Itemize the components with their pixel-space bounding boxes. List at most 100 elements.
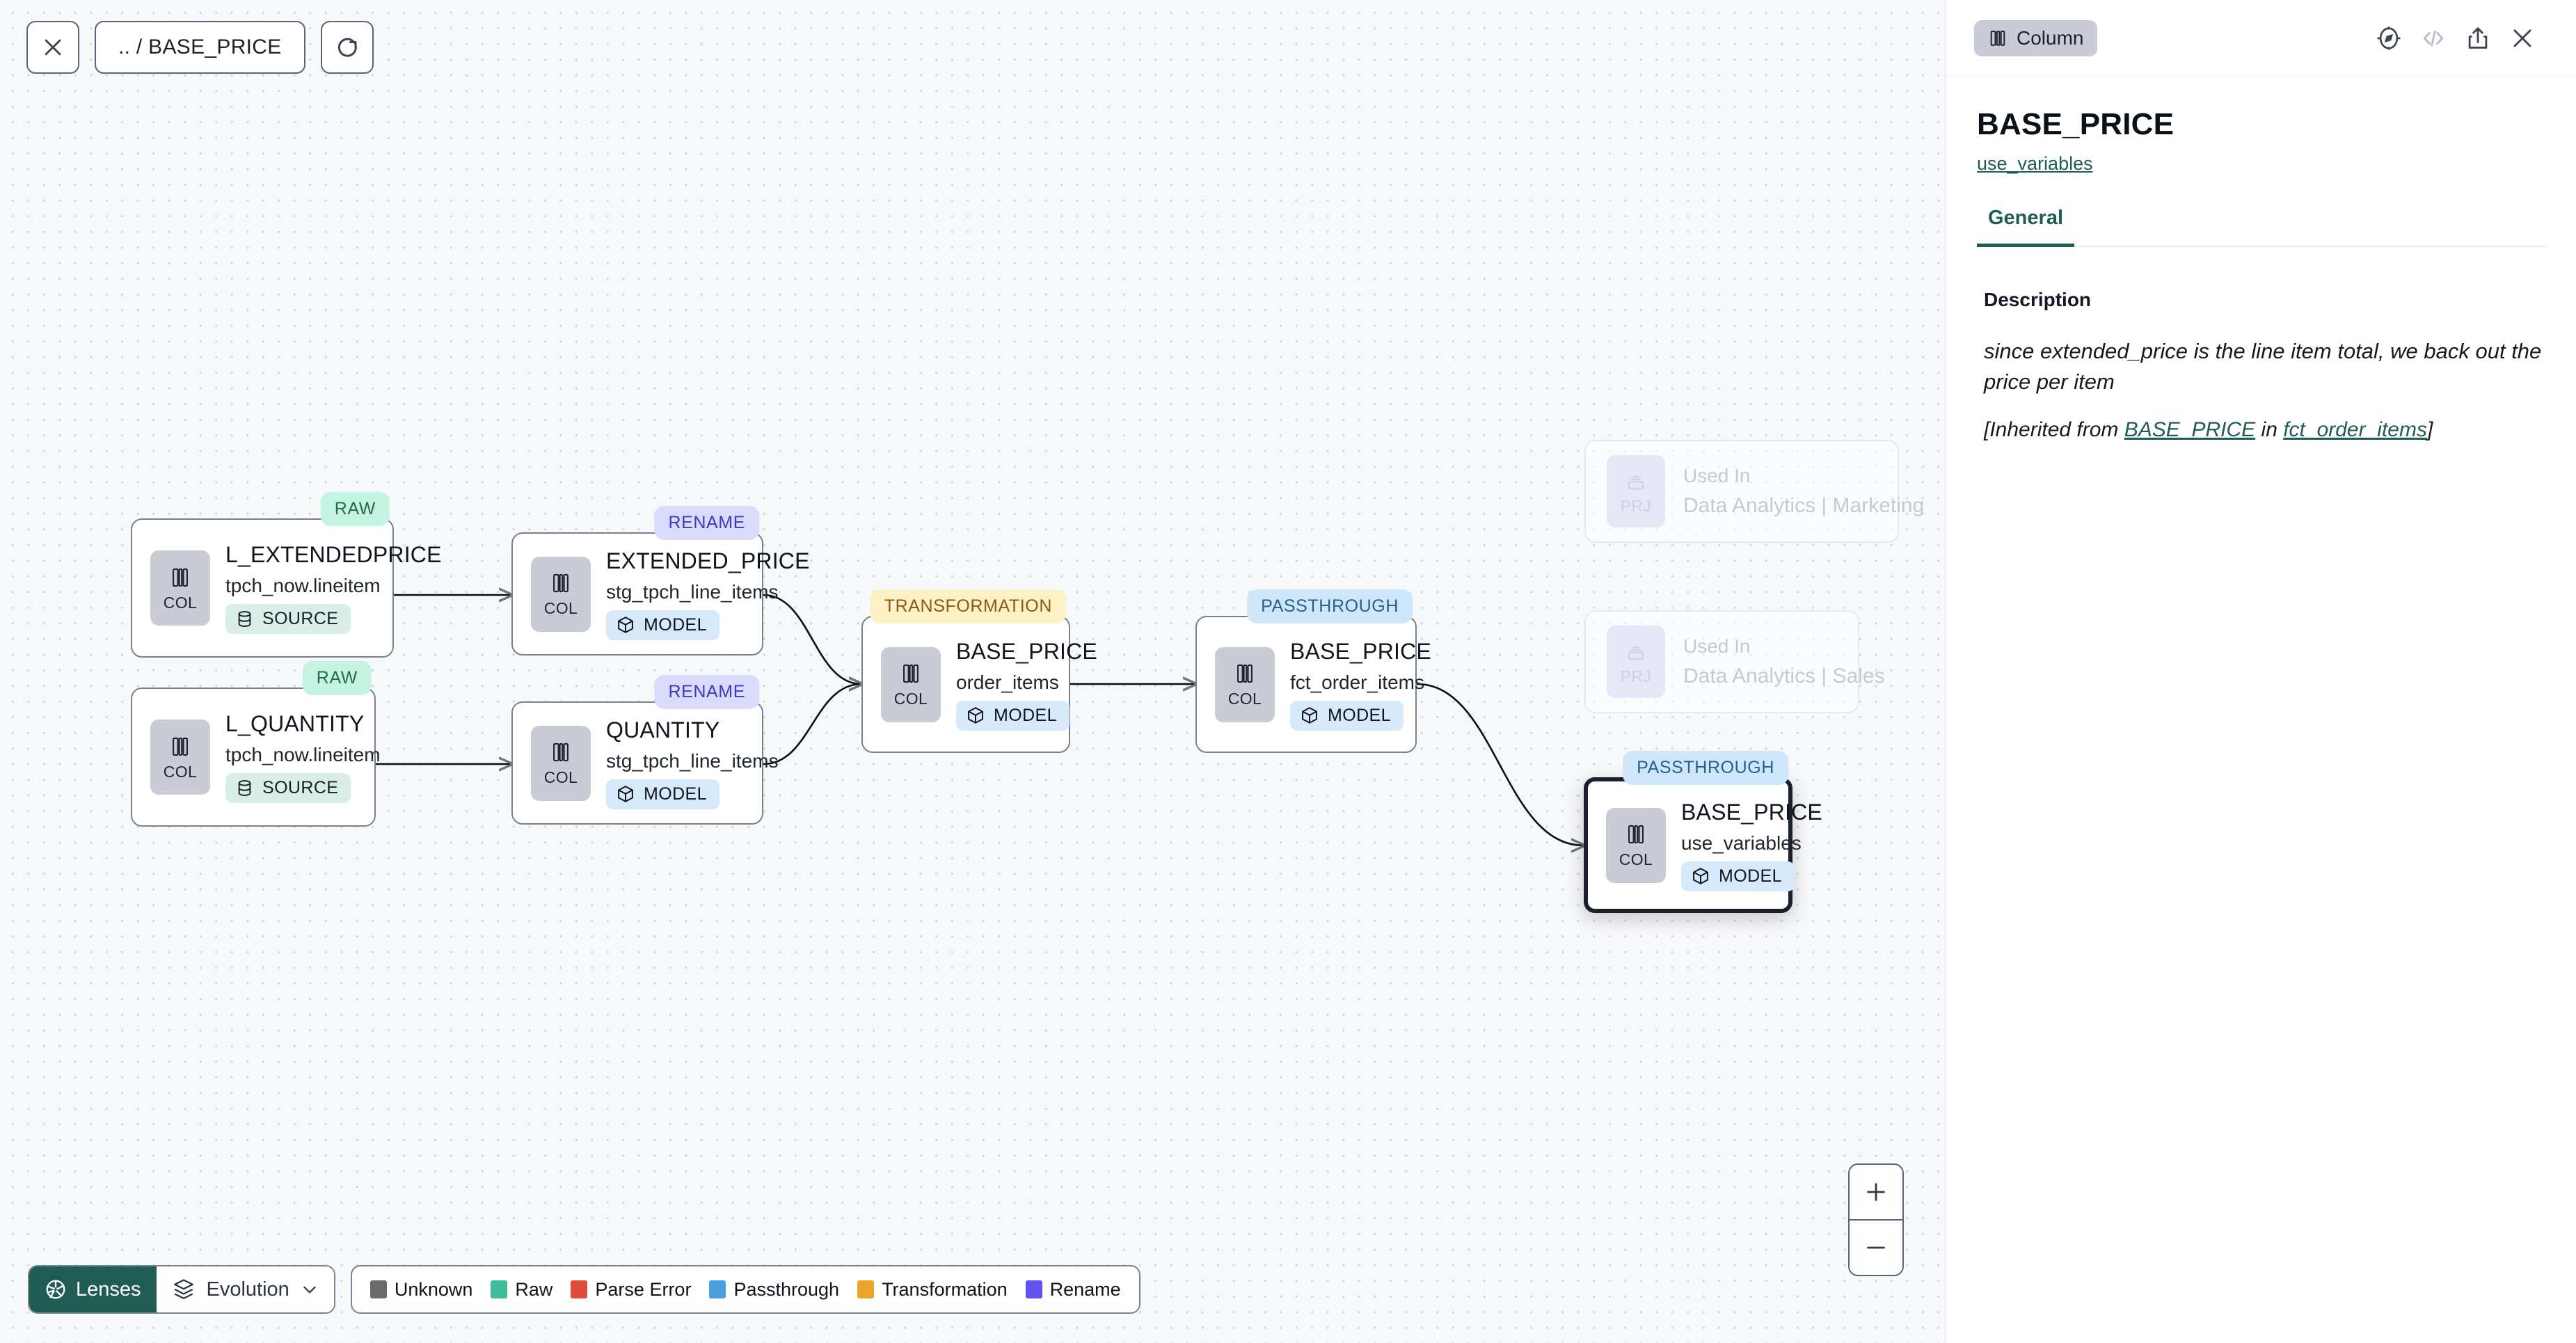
column-icon [553,573,569,593]
explore-button[interactable] [2376,25,2402,51]
column-icon [903,664,919,683]
close-graph-button[interactable] [26,21,79,74]
database-icon [238,780,251,796]
cube-icon [1302,707,1317,724]
node-status-badge-use_variables: PASSTHROUGH [1623,751,1788,785]
tab-general[interactable]: General [1977,207,2074,247]
parent-model-link[interactable]: use_variables [1977,153,2093,174]
bottom-toolbar: Lenses Evolution Unknown Raw Parse Error Pa… [28,1265,1140,1314]
legend-item-unknown[interactable]: Unknown [369,1278,473,1301]
lenses-control: Lenses Evolution [28,1265,335,1314]
column-icon [173,737,188,756]
details-panel: Column [1946,0,2576,1343]
legend-item-transformation[interactable]: Transformation [857,1279,1008,1301]
layers-icon [173,1279,193,1300]
node-asset-pill: SOURCE [225,604,351,634]
node-asset-label: SOURCE [262,609,339,628]
close-icon [45,39,61,56]
description-text: since extended_price is the line item to… [1984,339,2542,395]
column-icon [1237,664,1253,683]
breadcrumb-button[interactable]: .. / BASE_PRICE [95,21,305,74]
status-legend: Unknown Raw Parse Error Passthrough Transfor… [350,1265,1140,1314]
share-icon [2468,26,2488,49]
panel-header-actions [2376,25,2536,51]
legend-swatch [491,1280,508,1298]
node-type-label: COL [163,593,198,612]
node-asset-pill: MODEL [606,610,719,640]
close-panel-button[interactable] [2509,25,2536,51]
node-subtitle: tpch_now.lineitem [225,575,381,596]
zoom-out-button[interactable] [1850,1221,1902,1275]
ghost-project-name: Data Analytics | Sales [1683,665,1885,688]
panel-header: Column [1946,0,2576,77]
project-icon [1628,475,1644,489]
inherited-mid: in [2255,418,2284,442]
share-button[interactable] [2465,25,2491,51]
legend-swatch [369,1280,387,1298]
column-icon [173,568,188,587]
code-icon [2423,29,2444,47]
node-type-chip: COL [150,550,210,626]
node-type-chip: COL [881,646,941,722]
cube-icon [1693,868,1708,884]
node-type-label: COL [893,690,928,708]
legend-item-passthrough[interactable]: Passthrough [709,1279,839,1301]
view-code-button[interactable] [2420,25,2447,51]
legend-item-raw[interactable]: Raw [491,1279,552,1301]
legend-item-rename[interactable]: Rename [1025,1279,1121,1301]
node-asset-pill: MODEL [1681,861,1795,891]
chevron-down-icon [303,1286,316,1294]
node-status-badge-extended_price: RENAME [654,506,759,540]
node-asset-pill: MODEL [606,779,719,809]
legend-label: Unknown [394,1278,473,1300]
node-asset-pill: MODEL [956,700,1070,731]
node-asset-label: SOURCE [262,778,339,797]
node-subtitle: stg_tpch_line_items [606,749,779,772]
legend-label: Raw [515,1278,553,1300]
ghost-type-chip: PRJ [1607,626,1665,698]
evolution-select[interactable]: Evolution [156,1266,334,1312]
panel-title: BASE_PRICE [1977,107,2175,141]
entity-kind-pill[interactable]: Column [1974,19,2098,56]
node-status-badge-order_items: TRANSFORMATION [870,589,1066,623]
legend-swatch [571,1280,588,1298]
node-subtitle: stg_tpch_line_items [606,580,779,603]
refresh-button[interactable] [320,21,374,74]
ghost-type-label: PRJ [1620,496,1652,515]
inherited-model-link[interactable]: fct_order_items [2283,418,2427,442]
node-title: BASE_PRICE [1290,638,1431,664]
lenses-button[interactable]: Lenses [29,1266,157,1312]
inherited-column-link[interactable]: BASE_PRICE [2124,418,2256,442]
legend-label: Passthrough [733,1278,840,1300]
lineage-canvas[interactable]: .. / BASE_PRICE [0,0,1946,1343]
entity-kind-label: Column [2017,26,2084,49]
node-type-label: COL [1619,850,1653,868]
close-icon [2513,29,2531,47]
zoom-divider [1850,1219,1902,1221]
project-icon [1628,646,1644,660]
legend-swatch [857,1280,875,1298]
legend-item-parse-error[interactable]: Parse Error [571,1279,691,1301]
description-heading: Description [1984,289,2092,310]
zoom-in-button[interactable] [1850,1165,1902,1219]
node-title: QUANTITY [606,717,720,742]
legend-swatch [1025,1280,1042,1298]
legend-swatch [709,1280,726,1298]
